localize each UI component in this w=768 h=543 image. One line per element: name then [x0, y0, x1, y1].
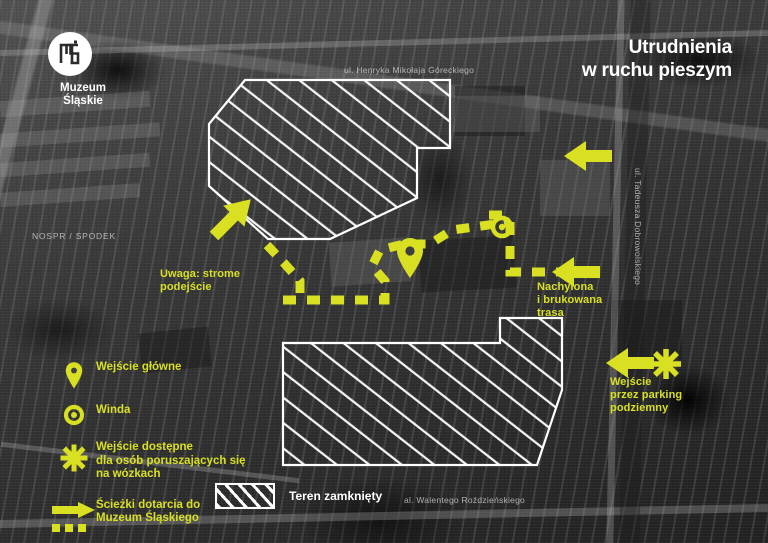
- legend-item-elevator: Winda: [52, 403, 312, 427]
- annotation-slope-line1: Uwaga: strome: [160, 268, 241, 280]
- brand-wordmark: Muzeum Śląskie: [38, 82, 128, 108]
- hatched-swatch-icon: [215, 483, 275, 509]
- annotation-garage-line1: Wejście: [610, 376, 652, 388]
- basemap-feature: [612, 300, 682, 360]
- elevator-circle-icon: [52, 403, 96, 427]
- legend-label-wheelchair-line2: dla osób poruszających się: [96, 454, 246, 467]
- arrow-left-icon-north: [564, 141, 612, 171]
- legend-label-main-entrance: Wejście główne: [96, 361, 182, 373]
- asterisk-icon-map[interactable]: [651, 349, 681, 379]
- street-label-rozdzienskiego: al. Walentego Roździeńskiego: [404, 495, 526, 505]
- legend-label-wheelchair-line1: Wejście dostępne: [96, 441, 193, 453]
- legend-item-closed-area: Teren zamknięty: [215, 483, 382, 509]
- elevator-circle-icon-map[interactable]: [490, 215, 514, 239]
- arrow-left-icon-garage: [606, 348, 654, 378]
- page-title-line-1: Utrudnienia: [628, 37, 733, 58]
- route-path-west: [263, 241, 305, 305]
- annotation-slope-line2: podejście: [160, 281, 212, 293]
- annotation-garage-line2: przez parking: [610, 389, 683, 401]
- legend-label-closed-area: Teren zamknięty: [289, 489, 383, 503]
- muzeum-slaskie-monogram-icon: [59, 40, 80, 65]
- annotation-garage: Wejście przez parking podziemny: [610, 376, 682, 415]
- street-label-goreckiego: ul. Henryka Mikołaja Góreckiego: [344, 65, 475, 75]
- dashed-arrow-icon: [52, 498, 96, 533]
- annotation-paved-line2: i brukowana: [537, 294, 603, 306]
- legend-label-routes-line1: Ścieżki dotarcia do: [96, 498, 201, 511]
- annotation-garage-line3: podziemny: [610, 402, 669, 414]
- annotation-paved-line1: Nachylona: [537, 281, 594, 293]
- brand-line-1: Muzeum: [60, 82, 106, 94]
- page-title: Utrudnienia w ruchu pieszym: [582, 36, 732, 82]
- arrow-left-icon-paved: [552, 257, 600, 287]
- map-pin-icon-main-entrance[interactable]: [397, 238, 423, 278]
- annotation-slope: Uwaga: strome podejście: [160, 268, 240, 294]
- street-label-dobrowolskiego: ul. Tadeusza Dobrowolskiego: [633, 168, 643, 286]
- page-title-line-2: w ruchu pieszym: [581, 60, 732, 81]
- legend: Wejście główne Winda: [52, 360, 312, 543]
- route-path-main: [283, 217, 511, 305]
- legend-label-elevator: Winda: [96, 404, 131, 416]
- legend-label-wheelchair-line3: na wózkach: [96, 468, 161, 480]
- closed-area-north: [207, 78, 452, 241]
- closed-area-south: [281, 316, 564, 467]
- legend-label-wheelchair: Wejście dostępne dla osób poruszających …: [96, 440, 246, 482]
- arrow-up-right-icon: [209, 199, 251, 241]
- basemap-feature: [455, 86, 525, 136]
- basemap-feature: [452, 96, 540, 132]
- map-pin-icon: [52, 360, 96, 390]
- annotation-paved: Nachylona i brukowana trasa: [537, 281, 602, 320]
- legend-label-routes: Ścieżki dotarcia do Muzeum Śląskiego: [96, 498, 200, 526]
- legend-label-routes-line2: Muzeum Śląskiego: [96, 512, 199, 524]
- legend-item-main-entrance: Wejście główne: [52, 360, 312, 390]
- place-label-nospr-spodek: NOSPR / SPODEK: [32, 231, 116, 241]
- asterisk-icon: [52, 440, 96, 473]
- route-path-east: [505, 222, 596, 277]
- annotation-paved-line3: trasa: [537, 307, 564, 319]
- basemap-feature: [540, 160, 610, 216]
- legend-item-routes: Ścieżki dotarcia do Muzeum Śląskiego: [52, 498, 312, 533]
- brand-line-2: Śląskie: [63, 95, 103, 107]
- legend-item-wheelchair: Wejście dostępne dla osób poruszających …: [52, 440, 312, 482]
- muzeum-slaskie-logo: [48, 32, 92, 76]
